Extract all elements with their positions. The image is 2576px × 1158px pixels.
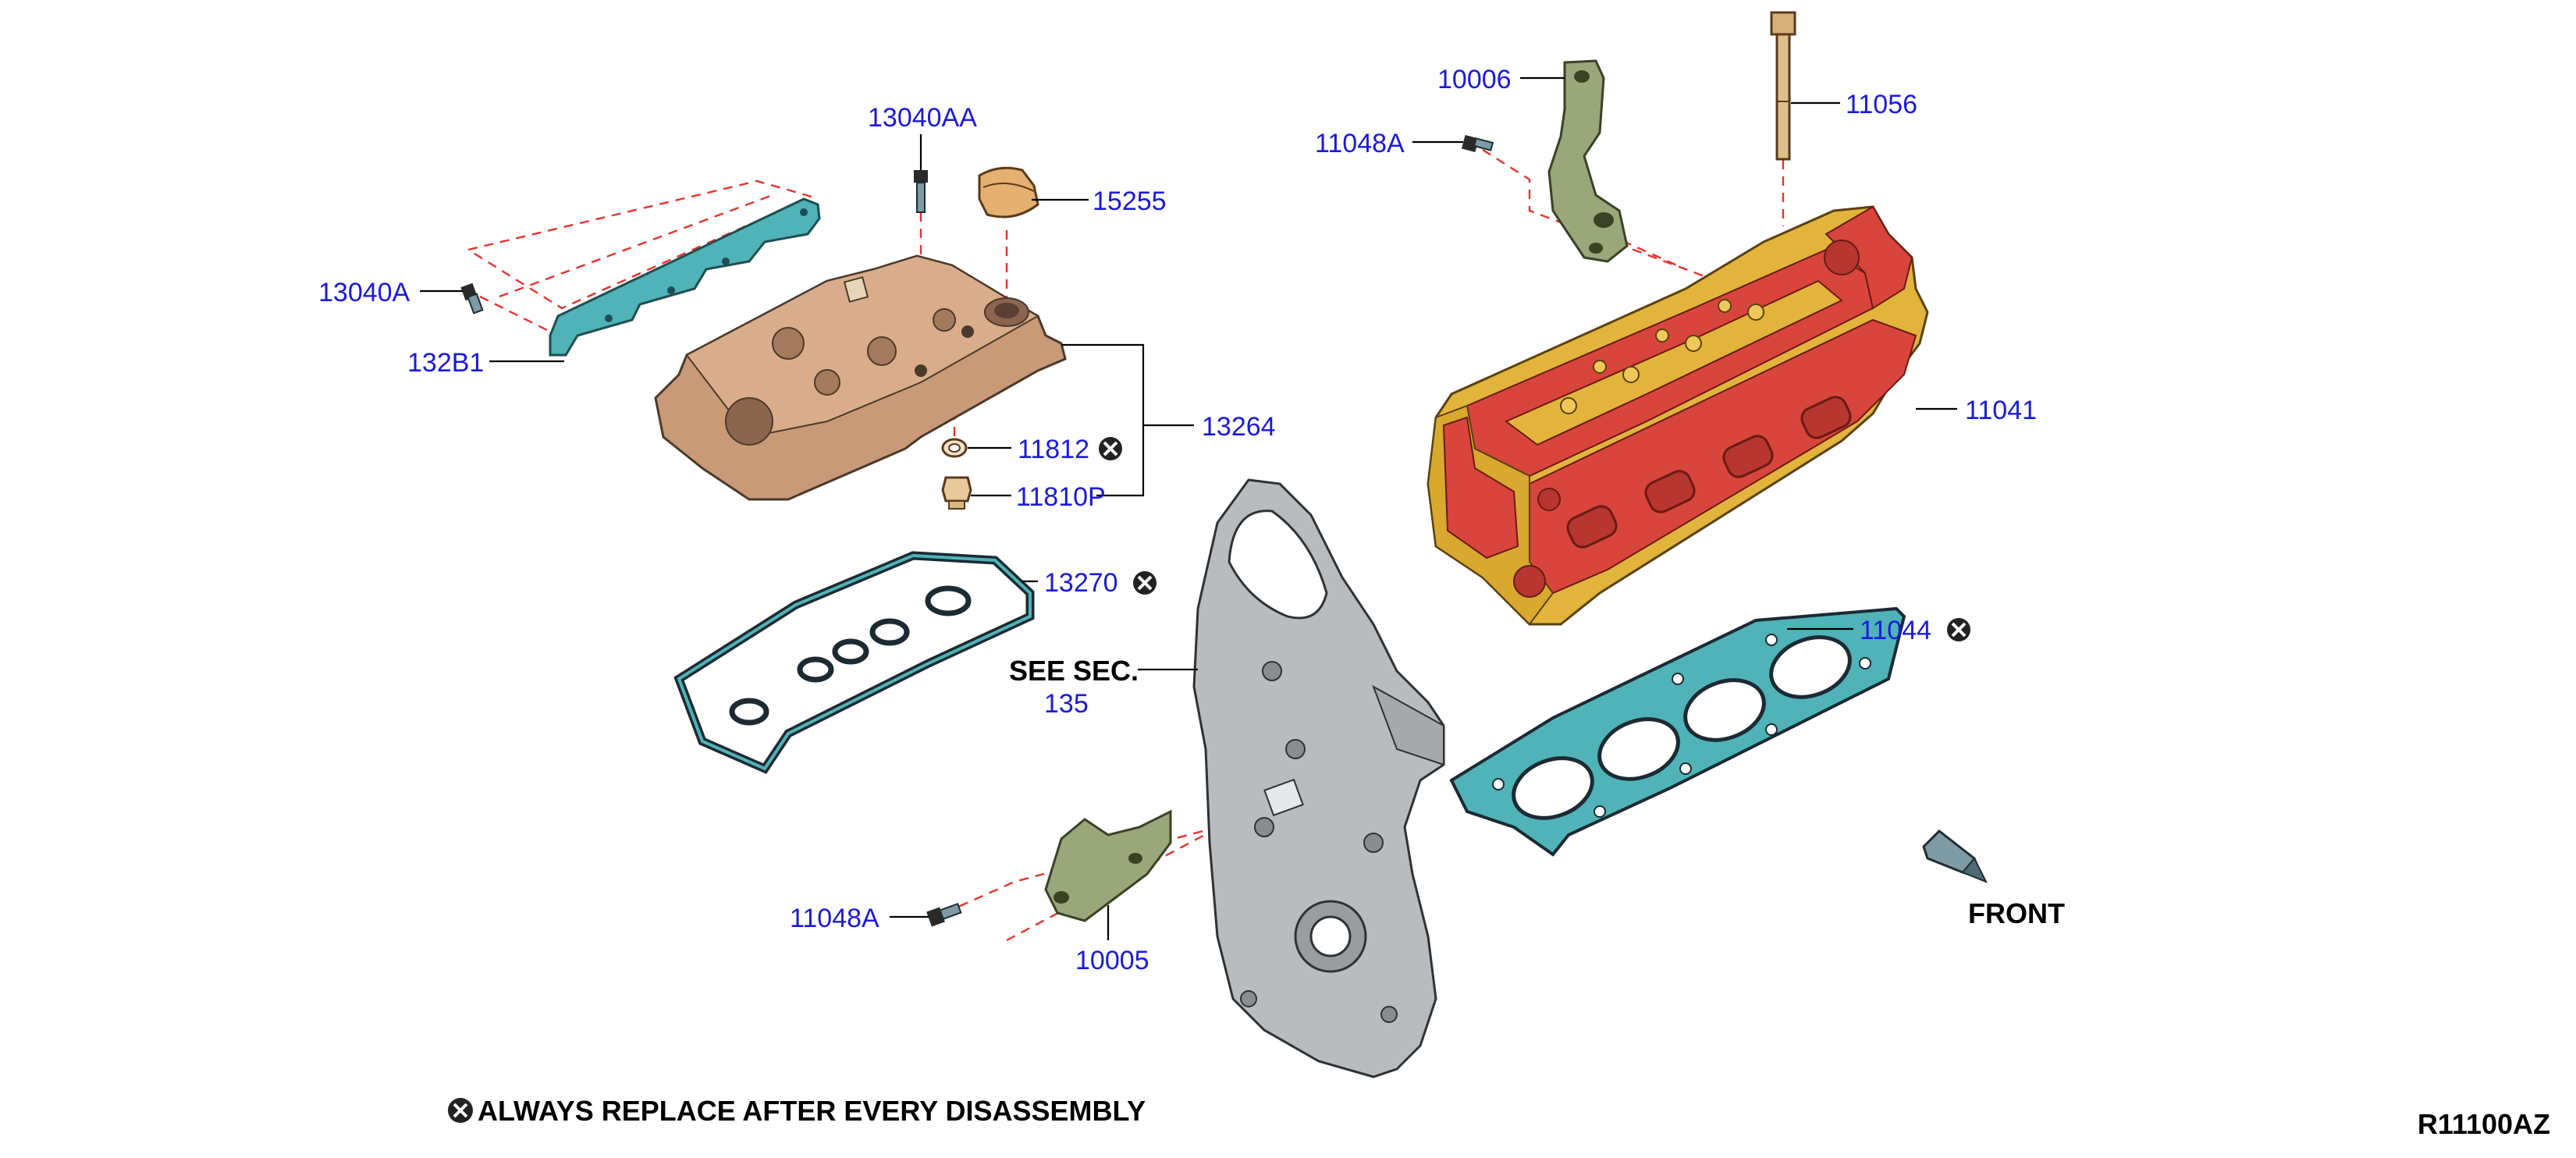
bolt-11048A-top (1461, 134, 1494, 153)
callout-15255: 15255 (1093, 186, 1167, 216)
engine-bracket-10006 (1547, 59, 1629, 263)
plug-11810P (941, 476, 972, 510)
callout-11048A-top: 11048A (1315, 129, 1405, 158)
front-arrow-icon (1922, 829, 1988, 883)
callout-11044: 11044 (1860, 616, 1931, 645)
callout-13270: 13270 (1044, 568, 1118, 598)
bolt-13040A (460, 282, 484, 314)
diagram-code: R11100AZ (2418, 1108, 2550, 1140)
callout-13040AA: 13040AA (868, 103, 977, 133)
see-section-label: SEE SEC. (1009, 655, 1139, 687)
washer-11812 (941, 438, 968, 458)
replace-mark-icon (448, 1098, 473, 1123)
engine-bracket-10005 (1044, 809, 1172, 922)
legend-text: ALWAYS REPLACE AFTER EVERY DISASSEMBLY (478, 1095, 1146, 1127)
valve-cover (654, 254, 1067, 501)
cylinder-head-11041 (1427, 205, 1929, 626)
callout-11041: 11041 (1965, 396, 2037, 425)
replace-mark-icon (1133, 571, 1157, 595)
bolt-13040AA (914, 170, 928, 213)
callout-13040A: 13040A (318, 278, 410, 307)
valve-cover-gasket (673, 551, 1035, 774)
cylinder-head-gasket-11044 (1449, 606, 1906, 857)
rocker-cover-gasket-strip (549, 197, 821, 357)
cylinder-head-bolt-11056 (1770, 11, 1796, 161)
callout-132B1: 132B1 (407, 348, 484, 378)
callout-10005: 10005 (1075, 946, 1149, 975)
callout-11810P: 11810P (1016, 482, 1106, 512)
callout-13264: 13264 (1202, 412, 1276, 442)
front-label: FRONT (1968, 897, 2065, 929)
oil-filler-cap-15255 (978, 166, 1039, 218)
callout-11048A-bottom: 11048A (790, 904, 879, 933)
callout-10006: 10006 (1437, 65, 1512, 94)
callout-11056: 11056 (1846, 90, 1917, 119)
callout-11812: 11812 (1018, 435, 1089, 464)
bolt-11048A-bottom (926, 902, 962, 927)
replace-mark-icon (1947, 618, 1970, 641)
replace-mark-icon (1099, 437, 1122, 460)
timing-chain-cover (1192, 478, 1445, 1078)
see-section-number[interactable]: 135 (1044, 689, 1089, 719)
leader-lines (420, 76, 1957, 940)
